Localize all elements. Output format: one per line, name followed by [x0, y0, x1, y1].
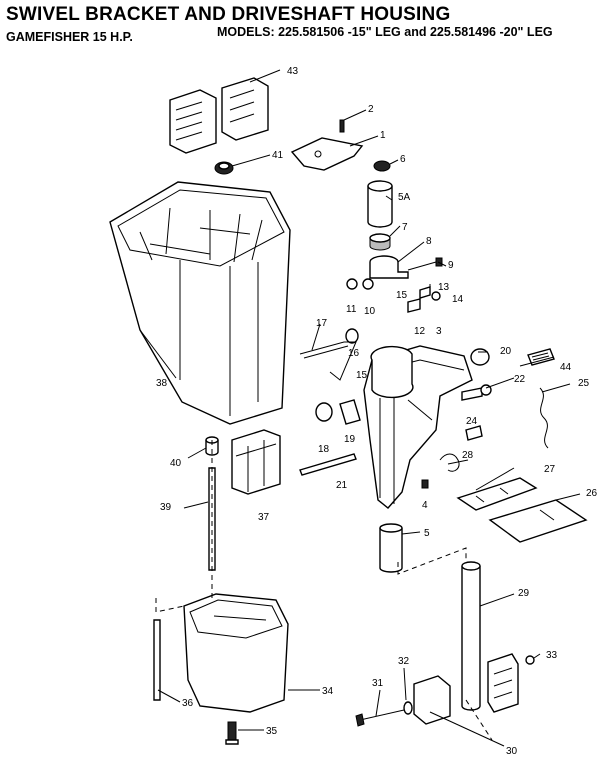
callout-15-lower: 15	[356, 370, 368, 381]
part-5-bushing	[379, 523, 403, 573]
part-2-screw	[339, 119, 345, 133]
part-27-bracket	[456, 477, 538, 511]
callout-16: 16	[348, 348, 360, 359]
part-19-bushing	[339, 399, 361, 425]
callout-21: 21	[336, 480, 348, 491]
callout-25: 25	[578, 378, 590, 389]
callout-28: 28	[462, 450, 474, 461]
callout-7: 7	[402, 222, 408, 233]
callout-4: 4	[422, 500, 428, 511]
callout-24: 24	[466, 416, 478, 427]
callout-30: 30	[506, 746, 518, 757]
callout-10: 10	[364, 306, 376, 317]
part-14-washer	[431, 291, 441, 301]
callout-36: 36	[182, 698, 194, 709]
part-8-clamp	[369, 255, 409, 279]
part-24-plate	[465, 425, 483, 441]
part-40-grommet	[205, 436, 219, 456]
part-1-plate	[290, 137, 364, 171]
part-13-nut	[419, 286, 431, 299]
part-33-nut	[525, 655, 535, 665]
callout-26: 26	[586, 488, 598, 499]
part-4-screw	[421, 479, 429, 489]
callout-43: 43	[287, 66, 299, 77]
callout-22: 22	[514, 374, 526, 385]
diagram-title: SWIVEL BRACKET AND DRIVESHAFT HOUSING	[6, 4, 451, 25]
callout-38: 38	[156, 378, 168, 389]
part-11-washer	[346, 278, 358, 290]
part-43-rubber-mount	[169, 77, 269, 154]
part-26-plate	[488, 499, 588, 543]
part-21-rod	[299, 453, 357, 476]
callout-1: 1	[380, 130, 386, 141]
callout-44: 44	[560, 362, 572, 373]
part-5a-bushing	[367, 180, 393, 228]
part-25-spring	[539, 387, 549, 449]
alignment-lines	[155, 440, 493, 741]
callout-41: 41	[272, 150, 284, 161]
part-16-bushing	[345, 328, 359, 344]
callout-2: 2	[368, 104, 374, 115]
part-37-exhaust-seal	[231, 429, 281, 495]
callout-8: 8	[426, 236, 432, 247]
callout-15-upper: 15	[396, 290, 408, 301]
part-6-washer	[373, 160, 391, 172]
callout-18: 18	[318, 444, 330, 455]
part-32-washer	[403, 701, 413, 715]
leader-lines	[139, 69, 581, 747]
callout-14: 14	[452, 294, 464, 305]
callout-5: 5	[424, 528, 430, 539]
part-28-spring	[439, 453, 469, 472]
part-12-bushing	[407, 298, 421, 313]
part-36-rod	[153, 619, 161, 701]
diagram-subtitle: GAMEFISHER 15 H.P.	[6, 30, 133, 44]
part-41-grommet	[214, 161, 234, 175]
callout-39: 39	[160, 502, 172, 513]
callout-32: 32	[398, 656, 410, 667]
part-38-driveshaft-housing	[109, 181, 291, 425]
part-10-washer	[362, 278, 374, 290]
part-31-bolt	[355, 709, 405, 727]
callout-19: 19	[344, 434, 356, 445]
callout-31: 31	[372, 678, 384, 689]
callout-3: 3	[436, 326, 442, 337]
callout-5a: 5A	[398, 192, 411, 203]
part-34-extension-housing	[183, 593, 289, 713]
callout-labels: 43 2 1 41 6 5A 7 8 9 13 14 11 10 15 12 3…	[156, 66, 598, 757]
part-39-water-tube	[208, 467, 216, 571]
callout-13: 13	[438, 282, 450, 293]
part-3-swivel-bracket	[363, 345, 473, 509]
callout-11: 11	[346, 304, 357, 315]
part-29-driveshaft	[461, 561, 481, 711]
callout-12: 12	[414, 326, 426, 337]
part-17-tilt-lever	[299, 341, 357, 381]
callout-17: 17	[316, 318, 328, 329]
models-line: MODELS: 225.581506 -15" LEG and 225.5814…	[217, 25, 553, 39]
callout-27: 27	[544, 464, 556, 475]
callout-37: 37	[258, 512, 270, 523]
part-18-washer	[315, 402, 333, 422]
callout-40: 40	[170, 458, 182, 469]
callout-20: 20	[500, 346, 512, 357]
callout-34: 34	[322, 686, 334, 697]
part-7-ring	[369, 233, 391, 251]
part-44-decal	[527, 348, 555, 366]
part-35-screw	[225, 721, 239, 745]
part-20-washer	[470, 348, 490, 366]
part-9-bolt	[407, 257, 443, 271]
callout-33: 33	[546, 650, 558, 661]
callout-35: 35	[266, 726, 278, 737]
part-30-clamp	[413, 653, 519, 725]
callout-6: 6	[400, 154, 406, 165]
callout-9: 9	[448, 260, 454, 271]
callout-29: 29	[518, 588, 530, 599]
